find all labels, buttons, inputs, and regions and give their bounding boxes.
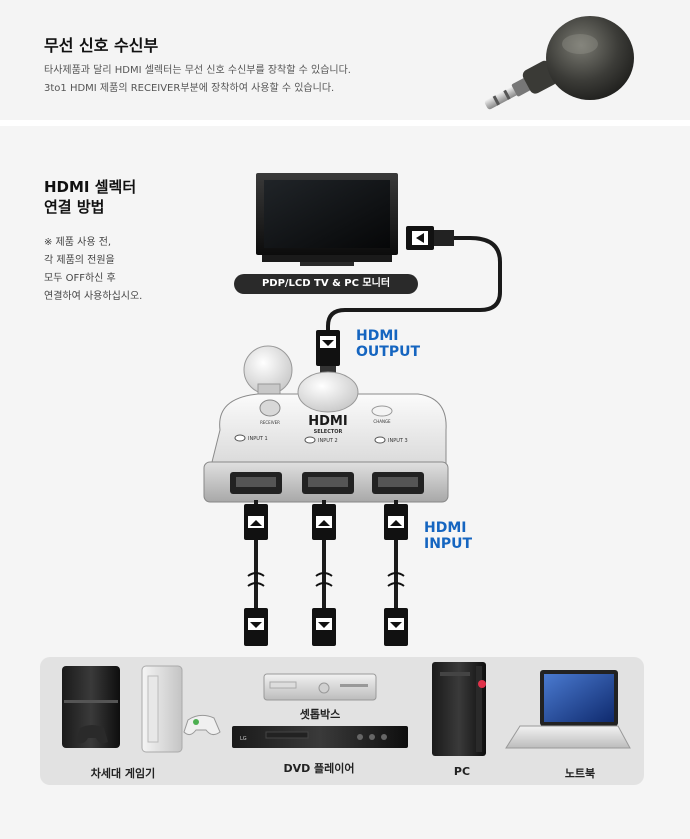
laptop-image: [505, 670, 631, 749]
svg-text:LG: LG: [240, 736, 247, 742]
selector-port-1: INPUT 1: [248, 436, 268, 442]
dvd-player-image: LG: [232, 726, 408, 748]
output-cable: [316, 226, 502, 374]
device-label-settop: 셋톱박스: [299, 708, 341, 721]
selector-logo-sub: SELECTOR: [314, 429, 343, 435]
input-label-line2: INPUT: [424, 536, 473, 552]
note-line-4: 연결하여 사용하십시오.: [44, 291, 143, 302]
pc-tower-image: [432, 662, 486, 756]
settop-box-image: [263, 673, 377, 701]
connection-title-line1: HDMI 셀렉터: [44, 178, 137, 196]
receiver-title: 무선 신호 수신부: [44, 36, 159, 55]
section-divider: [0, 120, 690, 126]
selector-port-2: INPUT 2: [318, 438, 338, 444]
selector-port-3: INPUT 3: [388, 438, 408, 444]
input-label-line1: HDMI: [424, 520, 467, 536]
input-cables: [244, 500, 408, 646]
output-label-line2: OUTPUT: [356, 344, 420, 360]
hdmi-selector-image: [203, 345, 449, 503]
note-line-2: 각 제품의 전원을: [44, 255, 115, 266]
tv-label-badge: PDP/LCD TV & PC 모니터: [234, 274, 418, 294]
device-label-pc: PC: [453, 765, 471, 778]
selector-logo: HDMI: [308, 414, 347, 429]
tv-monitor-image: [256, 173, 398, 266]
output-label-line1: HDMI: [356, 328, 399, 344]
device-label-laptop: 노트북: [564, 767, 596, 780]
device-label-game-console: 차세대 게임기: [90, 767, 156, 780]
selector-change-label: CHANGE: [373, 419, 391, 424]
device-label-dvd: DVD 플레이어: [283, 762, 355, 775]
connection-title-line2: 연결 방법: [44, 198, 105, 216]
receiver-desc-line2: 3to1 HDMI 제품의 RECEIVER부분에 장착하여 사용할 수 있습니…: [44, 83, 335, 94]
note-line-3: 모두 OFF하신 후: [44, 273, 116, 284]
receiver-desc-line1: 타사제품과 달리 HDMI 셀렉터는 무선 신호 수신부를 장착할 수 있습니다…: [44, 65, 351, 76]
note-line-1: ※ 제품 사용 전,: [44, 237, 112, 248]
selector-receiver-label: RECEIVER: [260, 420, 280, 425]
game-console-image: [62, 666, 120, 748]
xbox-console-image: [141, 665, 221, 753]
